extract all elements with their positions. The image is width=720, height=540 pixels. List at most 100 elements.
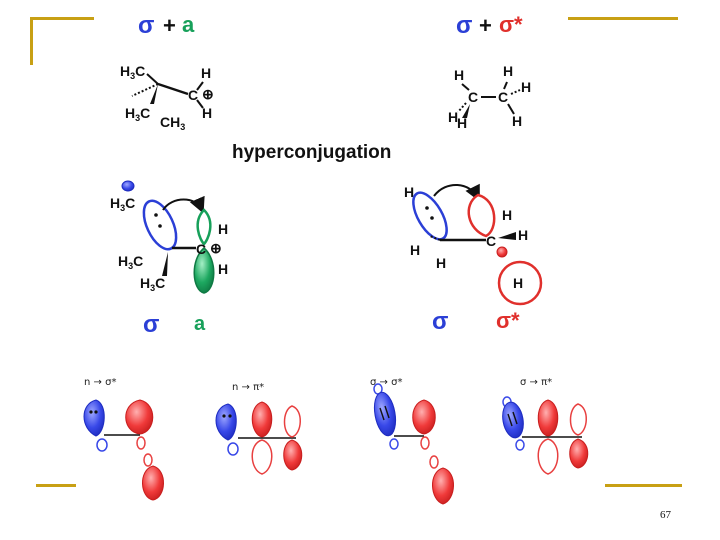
s4-small-bottom [515,439,525,451]
n1-dot-1 [89,410,93,414]
caption-1-acceptor: σ* [105,377,117,388]
small-red-lobe [496,246,508,258]
s3-red-upper [412,399,436,435]
mid-h3c-3: H3C [140,275,165,293]
pi-star-2-up [283,405,301,438]
s4-spin-2 [512,411,518,425]
sigma-star-lobe-outline [467,193,496,238]
plus-charge-top: ⊕ [202,86,214,102]
ethane-h-5: H [457,115,467,131]
frame-top-left-v [30,17,33,65]
s4-pi-1-down [537,438,559,475]
right-electron-1 [425,206,429,210]
caption-4-donor: σ [520,377,527,388]
right-wedge [498,232,516,240]
s3-sigma-blue [373,391,397,437]
mid-right-sigma-star: σ* [496,308,520,333]
atom-ch3: CH3 [160,114,185,132]
pi-star-1-down [251,439,273,475]
ethane-h-6: H [512,113,522,129]
orbital-caption-4: σ → π* [520,377,552,388]
caption-2-arrow: → [241,382,250,393]
s4-spin-1 [507,413,513,427]
ethane-bond-1 [461,83,470,91]
ethane-bond-3 [510,89,521,95]
cation-hyperconjugation-drawing: H3C C ⊕ H H H3C H3C [110,180,228,294]
ethane-c-1: C [468,89,478,105]
top-right-plus: + [479,13,492,38]
mid-h-1: H [218,221,228,237]
n2-lobe-blue [215,403,237,441]
caption-3-arrow: → [379,377,388,388]
s3-red-small-2 [429,455,439,469]
ethane-h-1: H [454,67,464,83]
dashed-bond-left [131,83,159,97]
n2-dot-1 [222,414,226,418]
right-h-top: H [404,184,414,200]
heading-hyperconjugation: hyperconjugation [232,142,392,163]
right-h-a: H [502,207,512,223]
h-1s-orbital [497,260,543,306]
ethane-c-2: C [498,89,508,105]
right-h-in-circle: H [513,275,523,291]
s3-red-lower [432,467,454,505]
bond-c-methyl-up [146,73,159,85]
n-lobe-blue [83,399,105,437]
green-p-lobe-upper-outline [196,208,212,246]
hyperconjugation-arrow [162,195,205,214]
n-small-lobe [96,438,108,452]
s3-spin-1 [379,407,385,421]
bond-c-h-down [196,99,204,109]
right-c: C [486,233,496,249]
page-number: 67 [660,509,671,521]
atom-h3-left: H3C [125,105,150,123]
ethane-bond-2 [503,81,508,90]
orbital-diagram-sigma-pi-star [502,396,589,475]
wedge-bond-down [150,84,158,104]
electron-dot-2 [158,224,162,228]
atom-h3c-top: H3C [120,63,145,81]
caption-2-donor: n [232,382,239,393]
pi-star-1-up [251,401,273,438]
mid-wedge [162,252,168,276]
n2-small-lobe [227,442,239,456]
mid-h3c-1: H3C [110,195,135,213]
frame-bottom-left-h [36,484,76,487]
s4-sigma-blue [502,401,524,439]
caption-4-acceptor: π* [541,377,553,388]
caption-1-donor: n [84,377,91,388]
sigma-star-small-2 [143,453,153,467]
pi-star-2-down [283,439,303,471]
ethane-h-4: H [448,109,458,125]
right-h-d: H [436,255,446,271]
ethane-h-2: H [503,63,513,79]
caption-3-acceptor: σ* [391,377,403,388]
ethane-hyperconjugation-drawing: H H C H H H H [404,183,543,306]
orbital-diagram-sigma-sigma-star [373,383,454,505]
frame-bottom-right-h [605,484,682,487]
frame-top-right-h [568,17,678,20]
bond-c-c [157,82,189,96]
right-h-c: H [410,242,420,258]
sigma-star-red-upper [125,399,154,435]
frame-top-left-h [30,17,94,20]
right-sigma-outline [412,191,448,241]
n2-dot-2 [228,414,232,418]
caption-2-acceptor: π* [253,382,265,393]
s4-pi-1-up [537,399,559,437]
caption-3-donor: σ [370,377,377,388]
atom-h-1: H [201,65,211,81]
mid-left-a: a [194,313,206,335]
orbital-diagram-n-pi-star [215,401,303,475]
tert-butyl-cation-structure: H3C H C ⊕ H3C CH3 H [120,63,214,132]
right-hyperconjugation-arrow [433,183,480,202]
atom-h-2: H [202,105,212,121]
caption-4-arrow: → [529,377,538,388]
sigma-star-red-lower [142,465,164,501]
right-dash [429,235,441,241]
mid-plus-charge: ⊕ [210,240,222,256]
ethane-bond-5 [507,103,515,115]
top-left-a: a [182,12,195,37]
mid-right-sigma: σ [432,308,449,335]
green-p-lobe-lower [193,247,215,294]
